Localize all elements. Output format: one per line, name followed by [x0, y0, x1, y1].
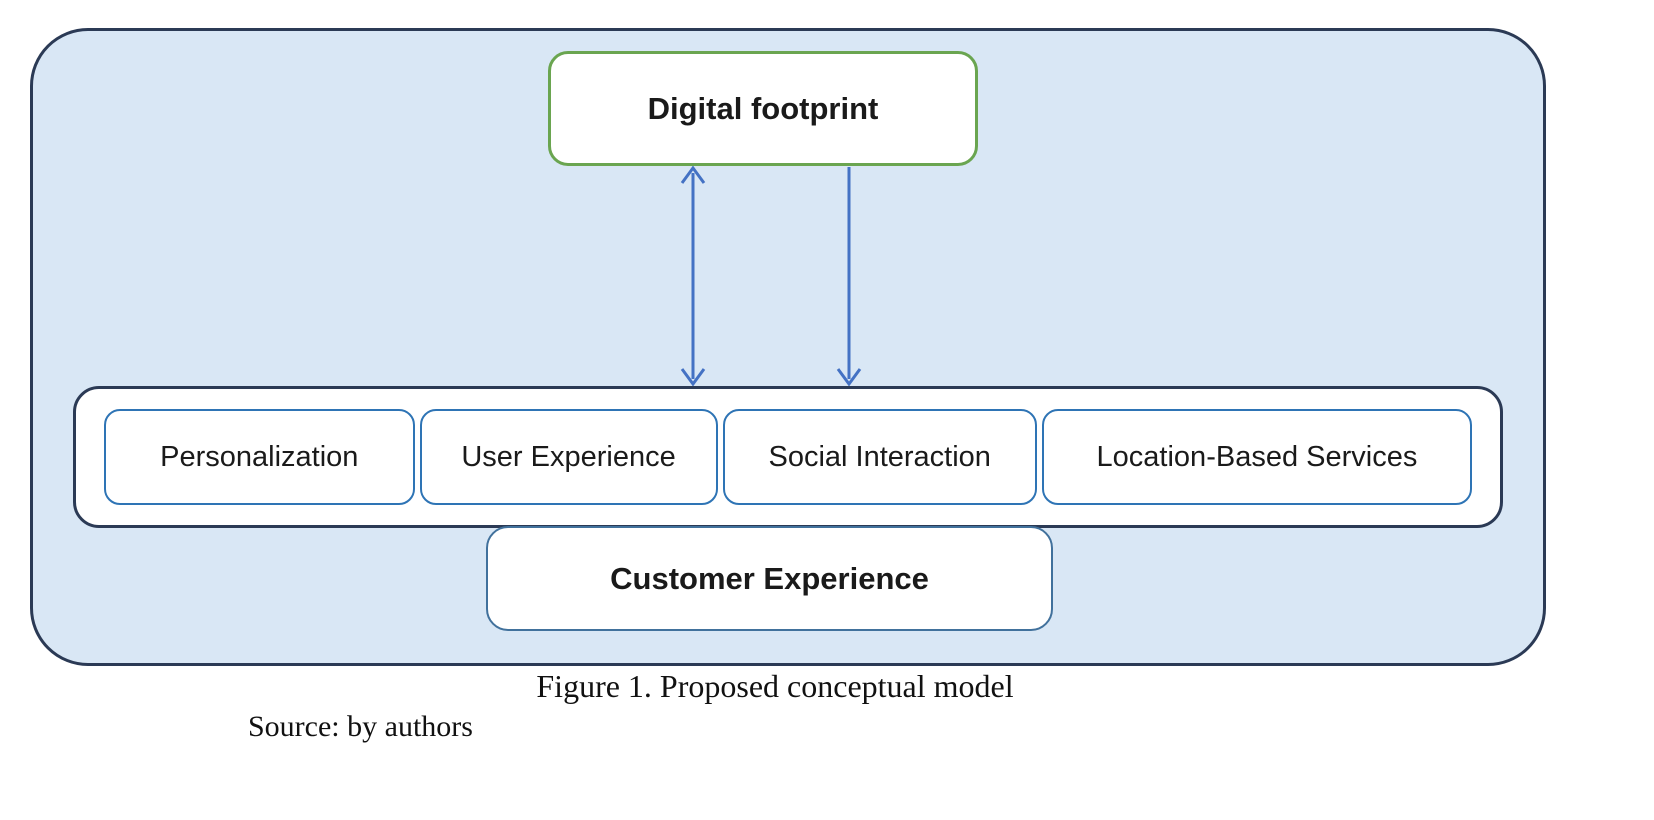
personalization-box: Personalization — [104, 409, 415, 505]
social-interaction-box: Social Interaction — [722, 409, 1037, 505]
bidirectional-arrow — [680, 165, 706, 387]
personalization-label: Personalization — [160, 440, 359, 473]
customer-experience-label: Customer Experience — [610, 560, 929, 596]
conceptual-model-container: Digital footprint Personalization User E… — [30, 28, 1546, 666]
down-arrow — [836, 167, 862, 387]
location-based-services-label: Location-Based Services — [1096, 440, 1418, 473]
social-interaction-label: Social Interaction — [768, 440, 991, 473]
figure-caption: Figure 1. Proposed conceptual model — [536, 668, 1014, 704]
figure-source: Source: by authors — [248, 710, 473, 743]
user-experience-label: User Experience — [461, 440, 676, 473]
location-based-services-box: Location-Based Services — [1041, 409, 1472, 505]
digital-footprint-label: Digital footprint — [647, 90, 879, 126]
dimensions-row: Personalization User Experience Social I… — [73, 386, 1503, 528]
customer-experience-box: Customer Experience — [486, 526, 1053, 631]
user-experience-box: User Experience — [419, 409, 718, 505]
digital-footprint-box: Digital footprint — [548, 51, 978, 166]
